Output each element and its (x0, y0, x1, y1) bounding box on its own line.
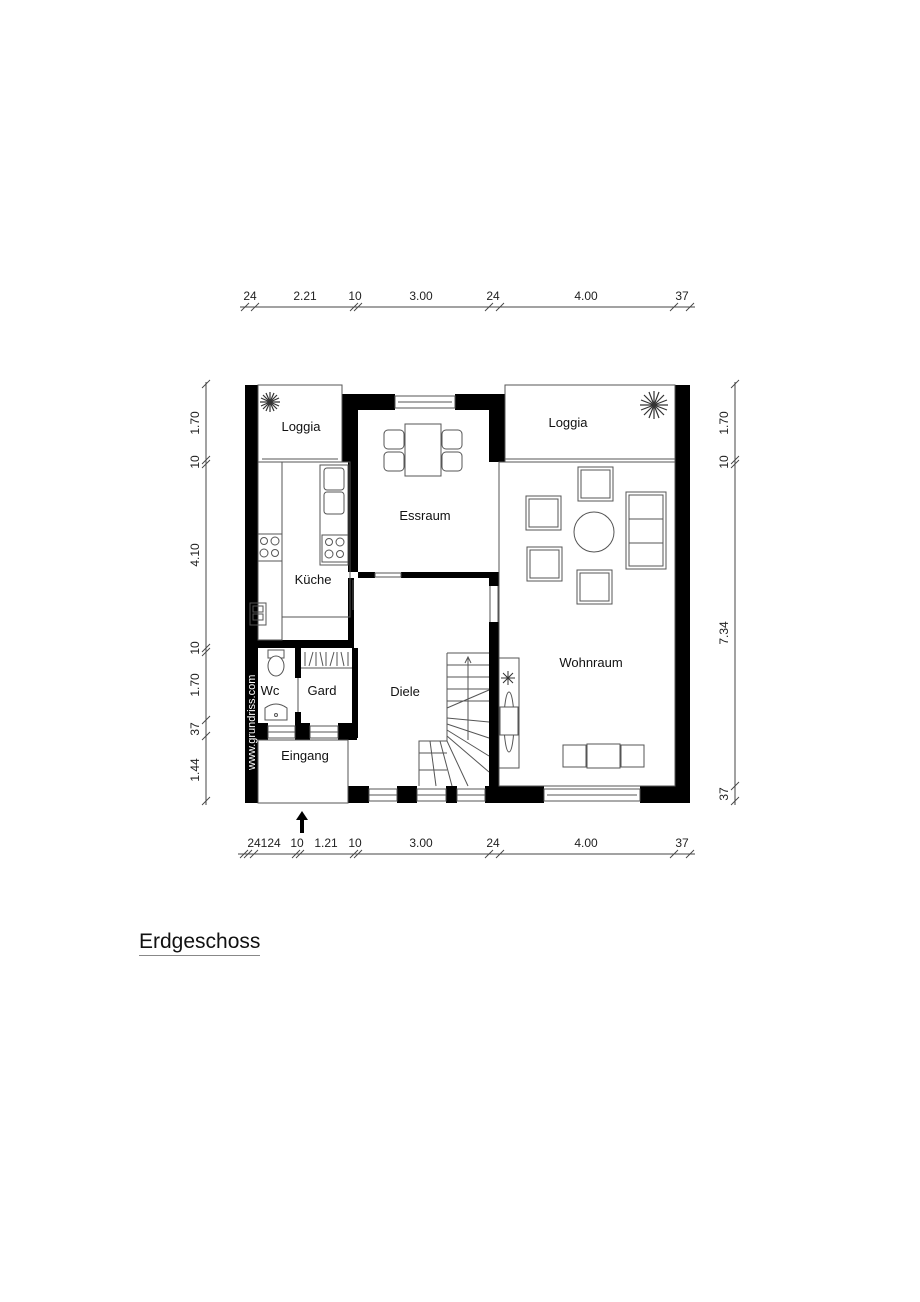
dim-left-5: 37 (188, 722, 202, 736)
floor-title: Erdgeschoss (139, 930, 261, 957)
dim-bottom-1: 10 (290, 836, 304, 850)
watermark: www.grundriss.com (246, 675, 258, 771)
dim-bottom-7: 37 (675, 836, 689, 850)
plant-icon (260, 392, 280, 412)
dim-left-6: 1.44 (188, 758, 202, 782)
room-label-gard: Gard (308, 683, 337, 698)
dim-bottom-5: 24 (486, 836, 500, 850)
plant-icon (640, 391, 668, 419)
plant-icon (501, 671, 515, 685)
dim-bottom-4: 3.00 (409, 836, 433, 850)
dim-top-0: 24 (243, 289, 257, 303)
dim-right-1: 10 (717, 455, 731, 469)
dim-top-4: 24 (486, 289, 500, 303)
dim-bottom-3: 10 (348, 836, 362, 850)
room-label-wohnraum: Wohnraum (559, 655, 622, 670)
walls (245, 385, 690, 803)
wc-fixtures (264, 649, 288, 721)
room-label-loggia-right: Loggia (548, 415, 588, 430)
dim-right-0: 1.70 (717, 411, 731, 435)
room-label-kueche: Küche (295, 572, 332, 587)
dim-bottom-6: 4.00 (574, 836, 598, 850)
entrance-arrow-icon (296, 811, 308, 833)
living-room-furniture (498, 466, 667, 769)
dim-right-3: 37 (717, 787, 731, 801)
dim-top-3: 3.00 (409, 289, 433, 303)
dimension-line-top (240, 302, 695, 312)
dim-top-5: 4.00 (574, 289, 598, 303)
dim-right-2: 7.34 (717, 621, 731, 645)
dim-bottom-0: 24124 (247, 836, 281, 850)
room-label-loggia-left: Loggia (281, 419, 321, 434)
dimension-line-right (730, 379, 740, 806)
dim-top-6: 37 (675, 289, 689, 303)
wardrobe (301, 651, 352, 669)
dim-left-1: 10 (188, 455, 202, 469)
room-label-wc: Wc (261, 683, 280, 698)
room-label-essraum: Essraum (399, 508, 450, 523)
dining-table (383, 423, 463, 477)
dimension-line-left (201, 379, 211, 806)
dim-top-1: 2.21 (293, 289, 317, 303)
dim-top-2: 10 (348, 289, 362, 303)
room-label-eingang: Eingang (281, 748, 329, 763)
dim-left-4: 1.70 (188, 673, 202, 697)
dim-left-2: 4.10 (188, 543, 202, 567)
dim-bottom-2: 1.21 (314, 836, 338, 850)
dim-left-3: 10 (188, 641, 202, 655)
staircase (418, 652, 490, 787)
room-label-diele: Diele (390, 684, 420, 699)
dimension-line-bottom (238, 849, 695, 859)
dim-left-0: 1.70 (188, 411, 202, 435)
thin-lines (249, 384, 676, 804)
